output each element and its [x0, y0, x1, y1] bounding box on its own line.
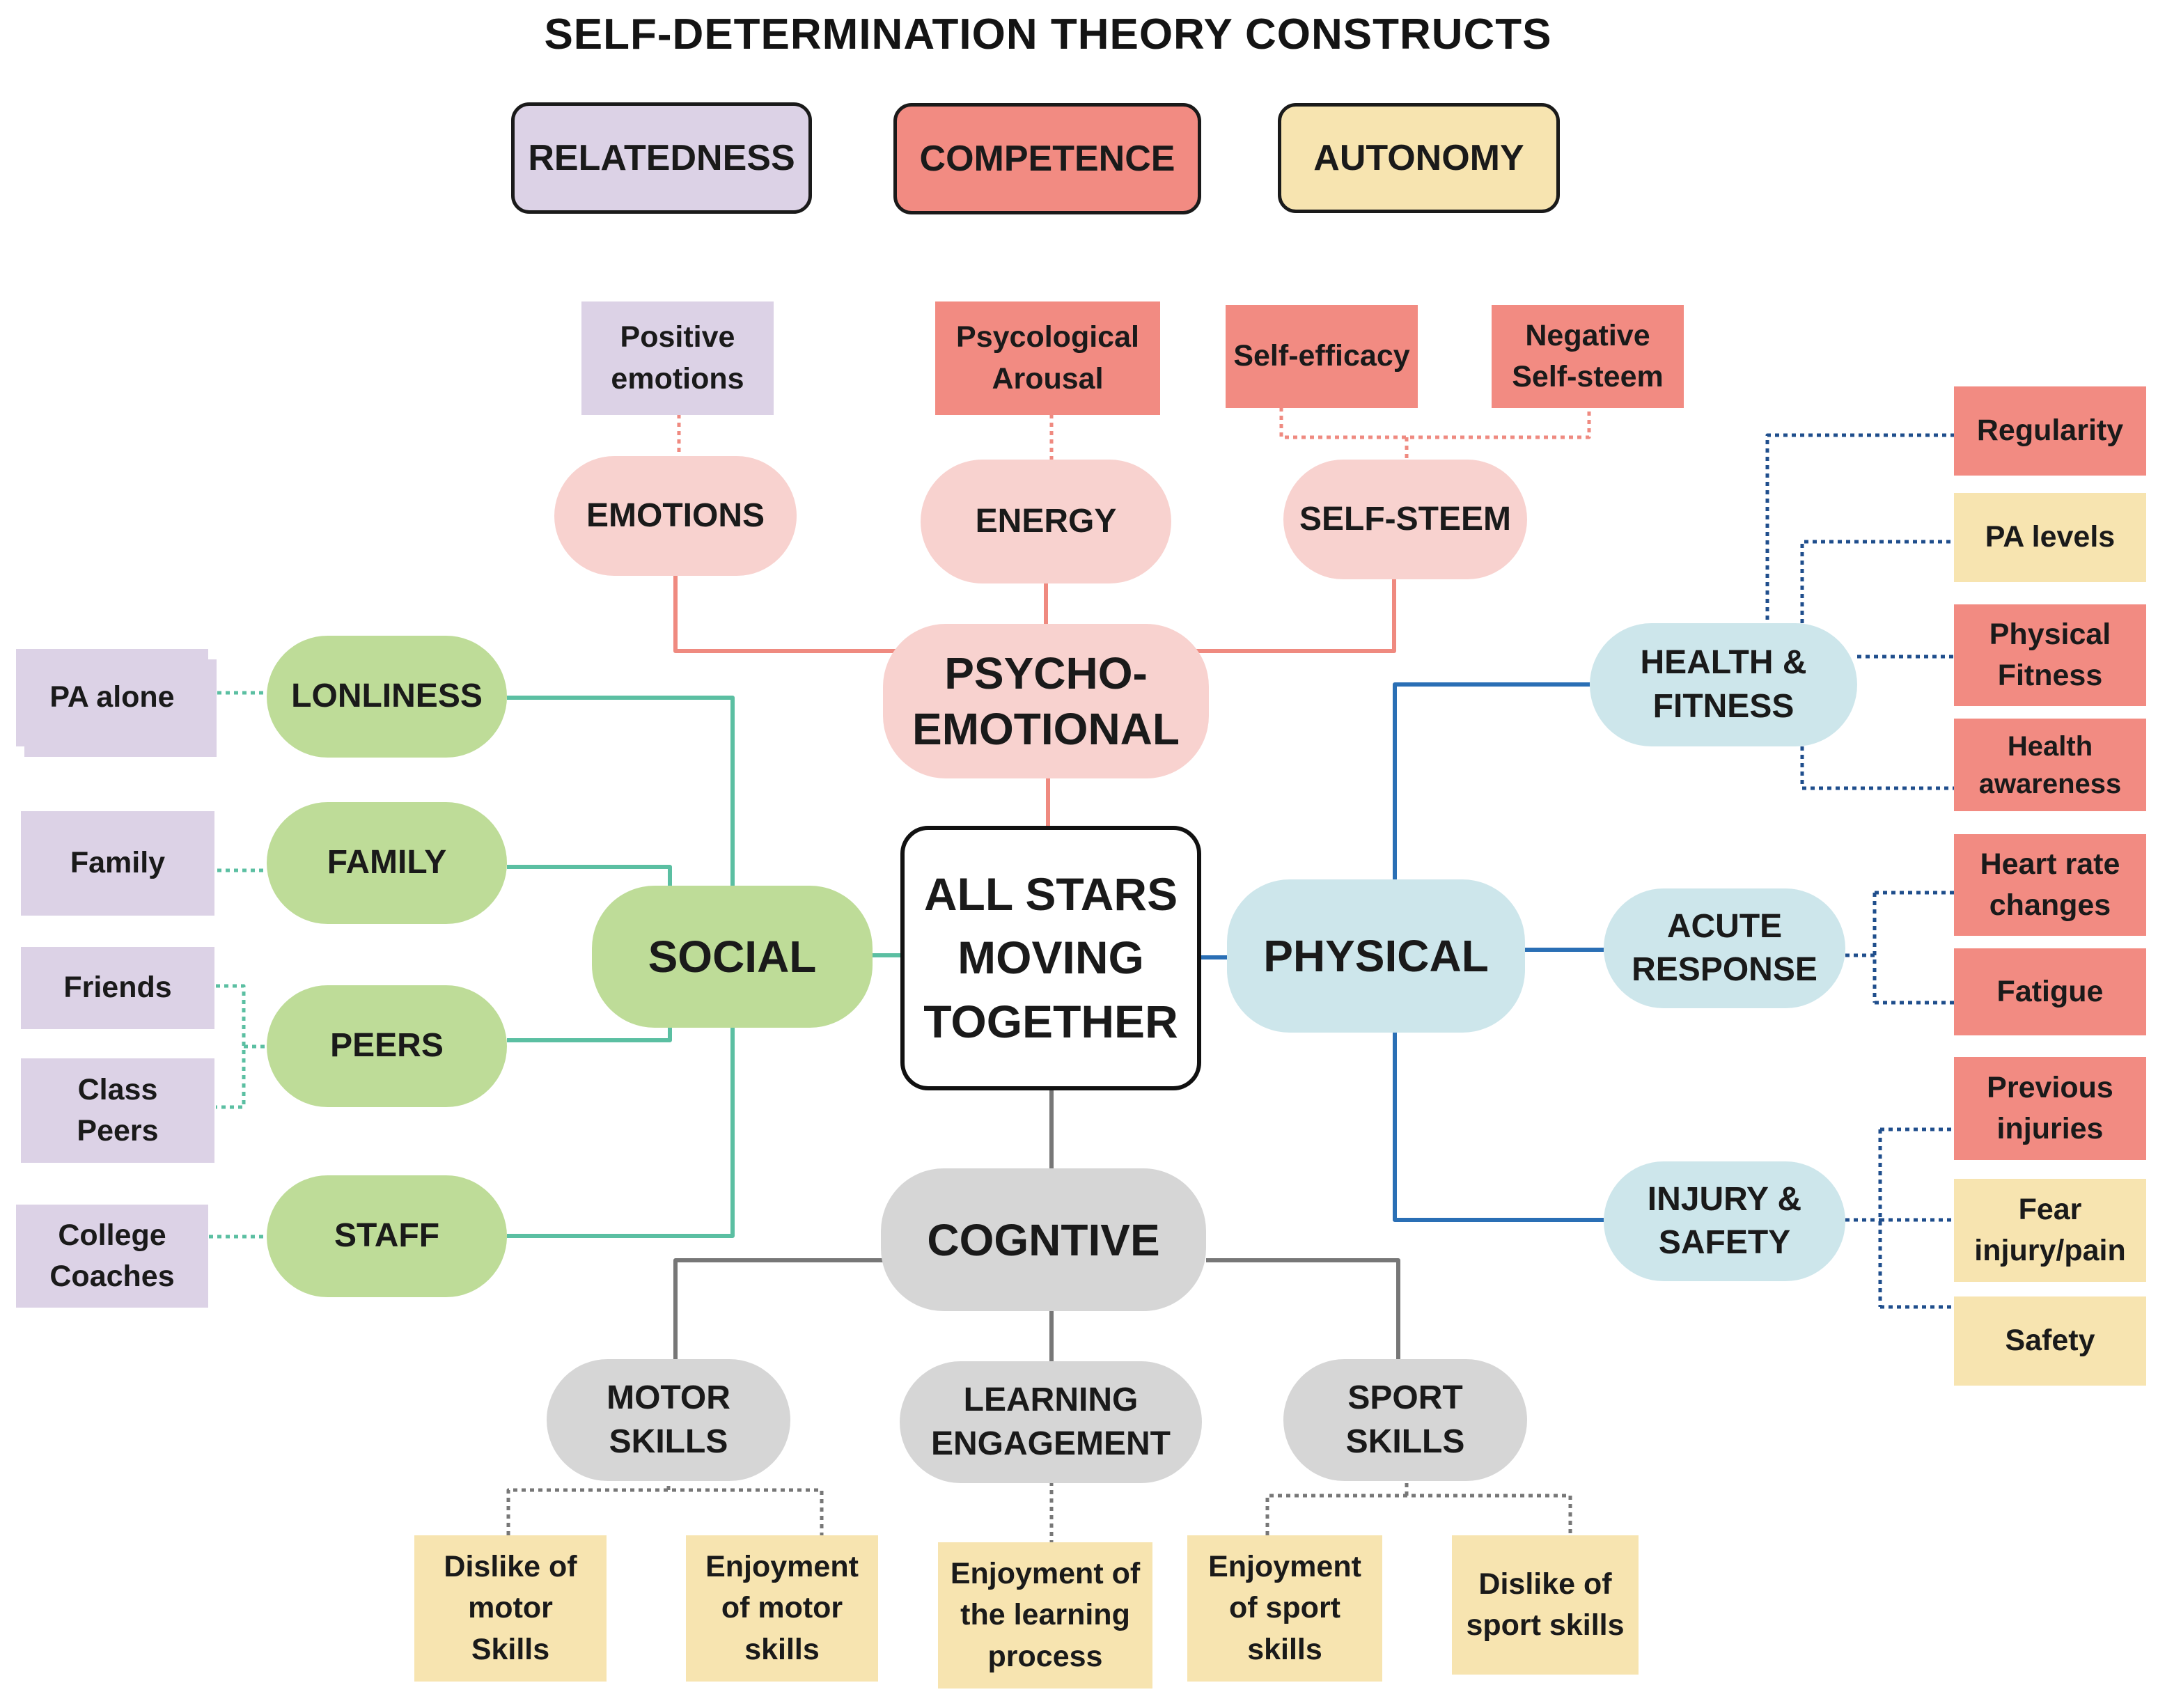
wire-friends: [216, 984, 246, 1109]
wire-pa-levels: [1800, 540, 1954, 623]
physical-node: PHYSICAL: [1227, 879, 1525, 1033]
wire-self-steem: [1192, 578, 1396, 653]
friends-leaf: Friends: [21, 947, 214, 1029]
wire-heart-rate: [1845, 891, 1954, 1005]
heart-rate-changes-leaf: Heart rate changes: [1954, 834, 2146, 936]
wire-regularity: [1765, 433, 1954, 620]
physical-fitness-leaf: Physical Fitness: [1954, 604, 2146, 706]
pa-levels-leaf: PA levels: [1954, 493, 2146, 582]
health-awareness-leaf: Health awareness: [1954, 719, 2146, 811]
fear-injury-pain-leaf: Fear injury/pain: [1954, 1179, 2146, 1282]
staff-node: STAFF: [267, 1175, 507, 1297]
wire-motor-leaves: [506, 1482, 824, 1535]
self-steem-node: SELF-STEEM: [1283, 460, 1527, 579]
peers-node: PEERS: [267, 985, 507, 1107]
previous-injuries-leaf: Previous injuries: [1954, 1057, 2146, 1160]
wire-injury: [1845, 1127, 1954, 1309]
motor-skills-node: MOTOR SKILLS: [547, 1359, 790, 1481]
class-peers-leaf: Class Peers: [21, 1058, 214, 1163]
center-node: ALL STARS MOVING TOGETHER: [900, 826, 1201, 1090]
positive-emotions-leaf: Positive emotions: [581, 301, 774, 415]
family-node: FAMILY: [267, 802, 507, 924]
injury-safety-node: INJURY & SAFETY: [1604, 1161, 1845, 1281]
wire-motor-skills: [673, 1258, 884, 1361]
self-efficacy-leaf: Self-efficacy: [1226, 305, 1418, 408]
legend-autonomy: AUTONOMY: [1278, 103, 1560, 213]
emotions-node: EMOTIONS: [554, 456, 797, 576]
psycological-arousal-leaf: Psycological Arousal: [935, 301, 1160, 415]
fatigue-leaf: Fatigue: [1954, 948, 2146, 1035]
page-title: SELF-DETERMINATION THEORY CONSTRUCTS: [544, 10, 1552, 58]
wire-health-awareness: [1800, 746, 1954, 790]
social-node: SOCIAL: [592, 886, 873, 1028]
college-coaches-leaf: College Coaches: [16, 1205, 208, 1308]
wire-sport-leaves: [1265, 1482, 1572, 1535]
legend-competence: COMPETENCE: [893, 103, 1201, 214]
wire-self-efficacy: [1279, 407, 1591, 439]
psycho-emotional-node: PSYCHO- EMOTIONAL: [883, 624, 1209, 778]
acute-response-node: ACUTE RESPONSE: [1604, 888, 1845, 1008]
safety-leaf: Safety: [1954, 1296, 2146, 1386]
family-leaf: Family: [21, 811, 214, 916]
enjoyment-learning-leaf: Enjoyment of the learning process: [938, 1542, 1152, 1689]
pa-alone-leaf: PA alone: [16, 649, 208, 746]
dislike-motor-skills-leaf: Dislike of motor Skills: [414, 1535, 607, 1682]
energy-node: ENERGY: [921, 460, 1171, 583]
dislike-sport-skills-leaf: Dislike of sport skills: [1452, 1535, 1639, 1675]
enjoyment-motor-skills-leaf: Enjoyment of motor skills: [686, 1535, 878, 1682]
wire-emotions: [673, 574, 898, 653]
learning-engagement-node: LEARNING ENGAGEMENT: [900, 1361, 1202, 1483]
sport-skills-node: SPORT SKILLS: [1283, 1359, 1527, 1481]
lonliness-node: LONLINESS: [267, 636, 507, 758]
enjoyment-sport-skills-leaf: Enjoyment of sport skills: [1187, 1535, 1382, 1682]
legend-relatedness: RELATEDNESS: [511, 102, 812, 214]
cognitive-node: COGNTIVE: [881, 1168, 1206, 1311]
regularity-leaf: Regularity: [1954, 386, 2146, 476]
health-fitness-node: HEALTH & FITNESS: [1590, 623, 1857, 746]
wire-sport-skills: [1206, 1258, 1400, 1361]
negative-self-steem-leaf: Negative Self-steem: [1492, 305, 1684, 408]
